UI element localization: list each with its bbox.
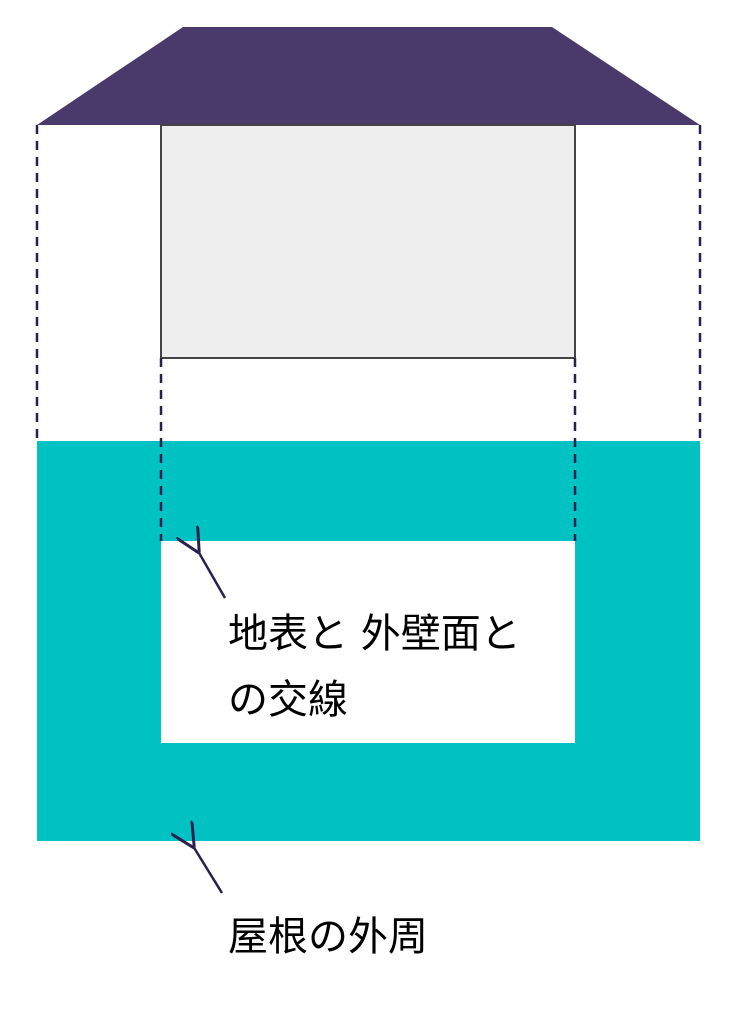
wall-intersection-arrow: [198, 551, 227, 599]
wall-intersection-label-line1: 地表と 外壁面と: [228, 611, 521, 657]
roof-perimeter-label: 屋根の外周: [228, 914, 428, 960]
roof-perimeter-arrow: [193, 846, 224, 894]
exterior-wall-box: [160, 124, 576, 359]
wall-footprint-area: [161, 541, 575, 743]
wall-intersection-label-line2: の交線: [228, 677, 348, 723]
roof-shape: [37, 27, 700, 125]
